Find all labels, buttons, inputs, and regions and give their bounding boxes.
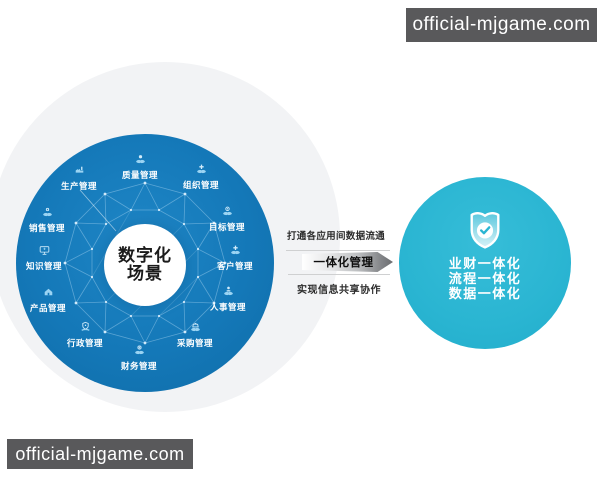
connector-bottom-text: 实现信息共享协作 (297, 285, 381, 296)
orbit-item-label: 行政管理 (66, 338, 103, 348)
orbit-item-label: 目标管理 (208, 222, 245, 232)
orbit-item-customer: 客户管理 (203, 244, 267, 272)
customer-icon (229, 244, 242, 257)
quality-icon (134, 153, 147, 166)
integration-arrow-label: 一体化管理 (313, 257, 374, 269)
orbit-item-label: 产品管理 (29, 303, 66, 313)
orbit-item-procurement: 采购管理 (163, 321, 227, 349)
orbit-item-knowledge: 知识管理 (12, 244, 76, 272)
orbit-item-product: 产品管理 (16, 286, 80, 314)
orbit-item-administration: 行政管理 (53, 321, 117, 349)
connector-divider-bottom (288, 274, 390, 275)
center-title-line2: 场景 (127, 264, 163, 283)
orbit-item-quality: 质量管理 (108, 153, 172, 181)
administration-icon (79, 321, 92, 334)
knowledge-icon (38, 244, 51, 257)
organization-icon (195, 163, 208, 176)
integration-result-circle: 业财一体化 流程一体化 数据一体化 (399, 177, 571, 349)
watermark-top-right: official-mjgame.com (406, 8, 597, 42)
orbit-item-label: 客户管理 (216, 261, 253, 271)
orbit-item-sales: 销售管理 (15, 206, 79, 234)
orbit-item-hr: 人事管理 (196, 285, 260, 313)
goal-icon (221, 205, 234, 218)
product-icon (42, 286, 55, 299)
result-line-finance: 业财一体化 (448, 256, 522, 271)
orbit-item-organization: 组织管理 (169, 163, 233, 191)
procurement-icon (189, 321, 202, 334)
center-title-circle: 数字化 场景 (104, 224, 186, 306)
result-line-data: 数据一体化 (448, 286, 522, 301)
orbit-item-finance: 财务管理 (107, 344, 171, 372)
orbit-item-label: 生产管理 (60, 181, 97, 191)
finance-icon (133, 344, 146, 357)
hr-icon (222, 285, 235, 298)
orbit-item-label: 采购管理 (176, 338, 213, 348)
orbit-item-label: 人事管理 (209, 302, 246, 312)
orbit-item-label: 组织管理 (182, 180, 219, 190)
connector-divider-top (286, 250, 390, 251)
shield-check-icon (462, 208, 508, 252)
orbit-item-label: 知识管理 (25, 261, 62, 271)
orbit-item-production: 生产管理 (47, 164, 111, 192)
watermark-bottom-left: official-mjgame.com (7, 439, 193, 469)
sales-icon (41, 206, 54, 219)
integration-arrow: 一体化管理 (302, 252, 393, 272)
center-title-line1: 数字化 (118, 246, 172, 265)
orbit-item-goal: 目标管理 (195, 205, 259, 233)
result-line-process: 流程一体化 (448, 271, 522, 286)
integration-result-lines: 业财一体化 流程一体化 数据一体化 (449, 256, 522, 301)
orbit-item-label: 质量管理 (121, 170, 158, 180)
orbit-item-label: 财务管理 (120, 361, 157, 371)
orbit-item-label: 销售管理 (28, 223, 65, 233)
production-icon (73, 164, 86, 177)
connector-top-text: 打通各应用间数据流通 (286, 231, 385, 242)
